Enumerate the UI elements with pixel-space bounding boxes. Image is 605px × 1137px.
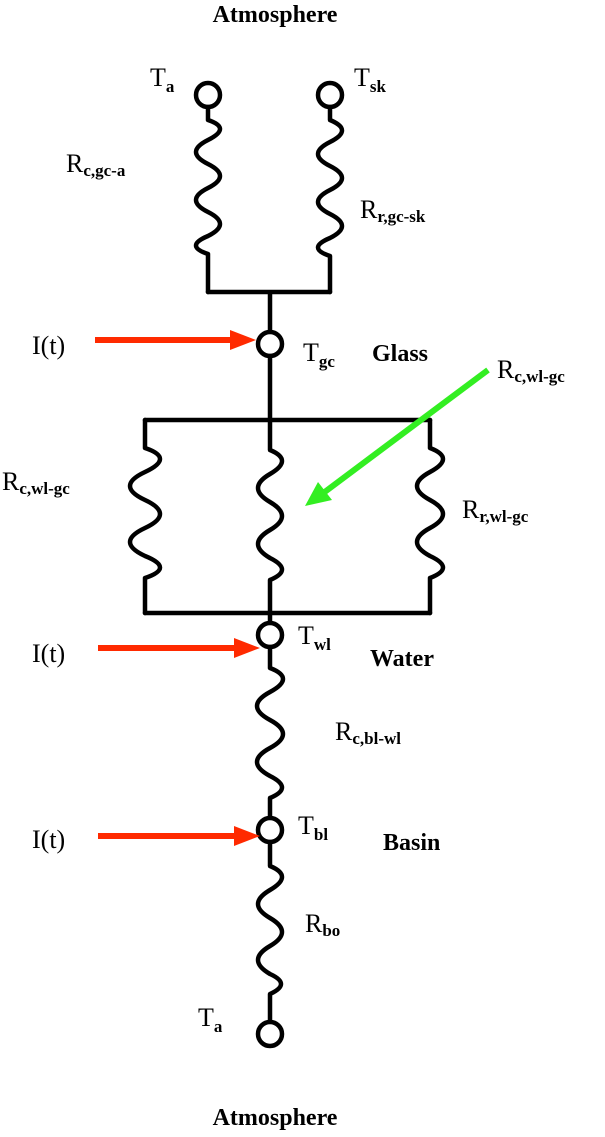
node-tgc [255,329,285,359]
label-tsk: Tsk [354,63,387,96]
top-atmosphere-title: Atmosphere [213,2,338,28]
label-tbl: Tbl [298,811,328,844]
input-label-basin: I(t) [32,825,65,854]
input-label-water: I(t) [32,639,65,668]
pointer-arrow-green [305,367,490,506]
node-twl [255,620,285,650]
label-ta-top: Ta [150,63,175,96]
label-rc-wl-gc-left: Rc,wl-gc [2,467,70,498]
node-tsk [315,80,345,110]
label-tgc: Tgc [303,338,335,371]
node-ta-top [193,80,223,110]
resistor-rc-wl-gc-middle [255,417,285,616]
section-label-glass: Glass [372,341,428,367]
label-rc-bl-wl: Rc,bl-wl [335,717,401,748]
input-label-glass: I(t) [32,331,65,360]
label-rc-gc-a: Rc,gc-a [66,149,126,180]
resistor-rc-bl-wl [254,644,286,821]
label-rbo: Rbo [305,909,340,940]
label-ta-bottom: Ta [198,1003,223,1036]
node-tbl [255,815,285,845]
section-label-basin: Basin [383,830,440,856]
section-label-water: Water [370,646,434,672]
label-rr-gc-sk: Rr,gc-sk [360,195,426,226]
resistor-rr-wl-gc [414,417,446,616]
resistor-rc-gc-a [193,104,223,295]
label-rc-wl-gc-pointer: Rc,wl-gc [497,355,565,386]
input-arrow-water [98,638,260,658]
resistor-rr-gc-sk [315,104,345,295]
input-arrow-basin [98,826,260,846]
bottom-atmosphere-title: Atmosphere [213,1105,338,1131]
node-ta-bottom [255,1019,285,1049]
resistor-rc-wl-gc-left [127,417,163,616]
label-rr-wl-gc: Rr,wl-gc [462,495,529,526]
input-arrow-glass [95,330,256,350]
resistor-rbo [255,839,285,1025]
label-twl: Twl [298,621,331,654]
top-bus [205,289,333,335]
